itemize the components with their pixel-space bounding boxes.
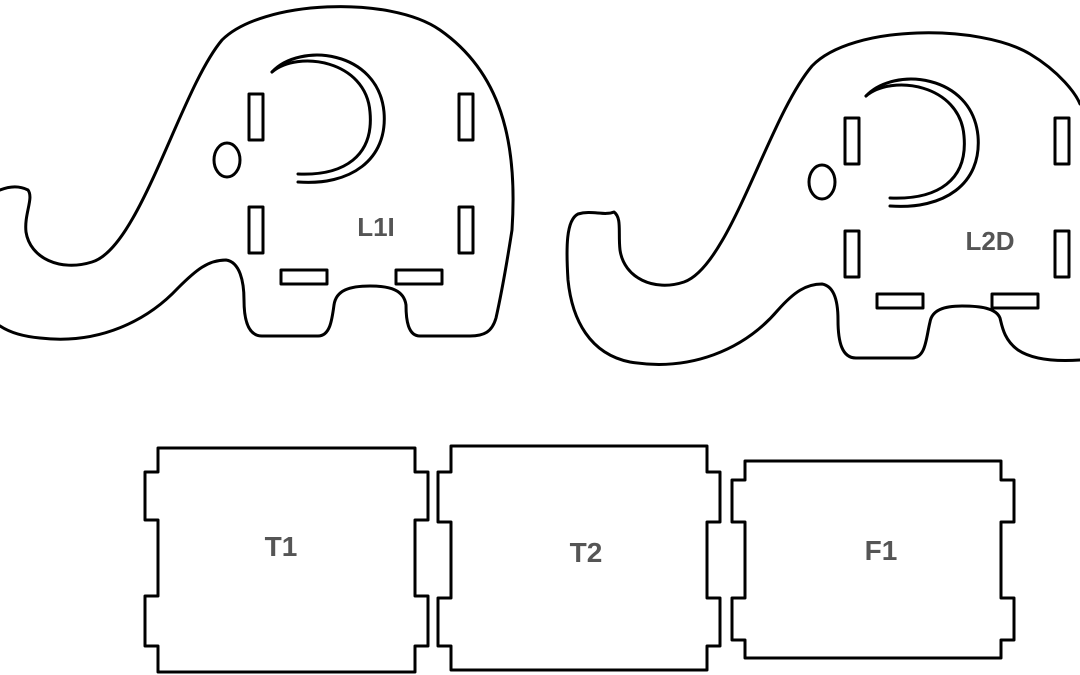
elephant-part-l1i: L1I <box>0 5 515 341</box>
eye-hole <box>212 141 242 179</box>
panel-part-t2: T2 <box>436 444 722 672</box>
elephant-outline <box>0 5 515 341</box>
tab-slot <box>279 268 329 286</box>
panel-part-t1: T1 <box>143 446 430 674</box>
tab-slot <box>394 268 444 286</box>
tab-slot <box>247 205 265 255</box>
part-label-f1: F1 <box>865 535 898 566</box>
elephant-part-l2d: L2D <box>565 31 1080 366</box>
panel-outline <box>730 459 1016 660</box>
tab-slot <box>875 292 925 310</box>
trunk-slot <box>270 53 386 184</box>
tab-slot <box>457 92 475 142</box>
panel-outline <box>143 446 430 674</box>
trunk-slot <box>864 77 980 208</box>
tab-slot <box>843 229 861 279</box>
tab-slot <box>1053 116 1071 166</box>
tab-slot <box>247 92 265 142</box>
elephant-outline <box>565 31 1080 366</box>
tab-slot <box>843 116 861 166</box>
panel-part-f1: F1 <box>730 459 1016 660</box>
panel-outline <box>436 444 722 672</box>
eye-hole <box>807 163 837 201</box>
tab-slot <box>990 292 1040 310</box>
part-label-l1i: L1I <box>357 212 395 242</box>
tab-slot <box>1053 229 1071 279</box>
part-label-t1: T1 <box>265 531 298 562</box>
tab-slot <box>457 205 475 255</box>
trunk-slot-inner <box>270 59 372 176</box>
part-label-l2d: L2D <box>965 226 1014 256</box>
trunk-slot-inner <box>864 83 966 200</box>
part-label-t2: T2 <box>570 537 603 568</box>
